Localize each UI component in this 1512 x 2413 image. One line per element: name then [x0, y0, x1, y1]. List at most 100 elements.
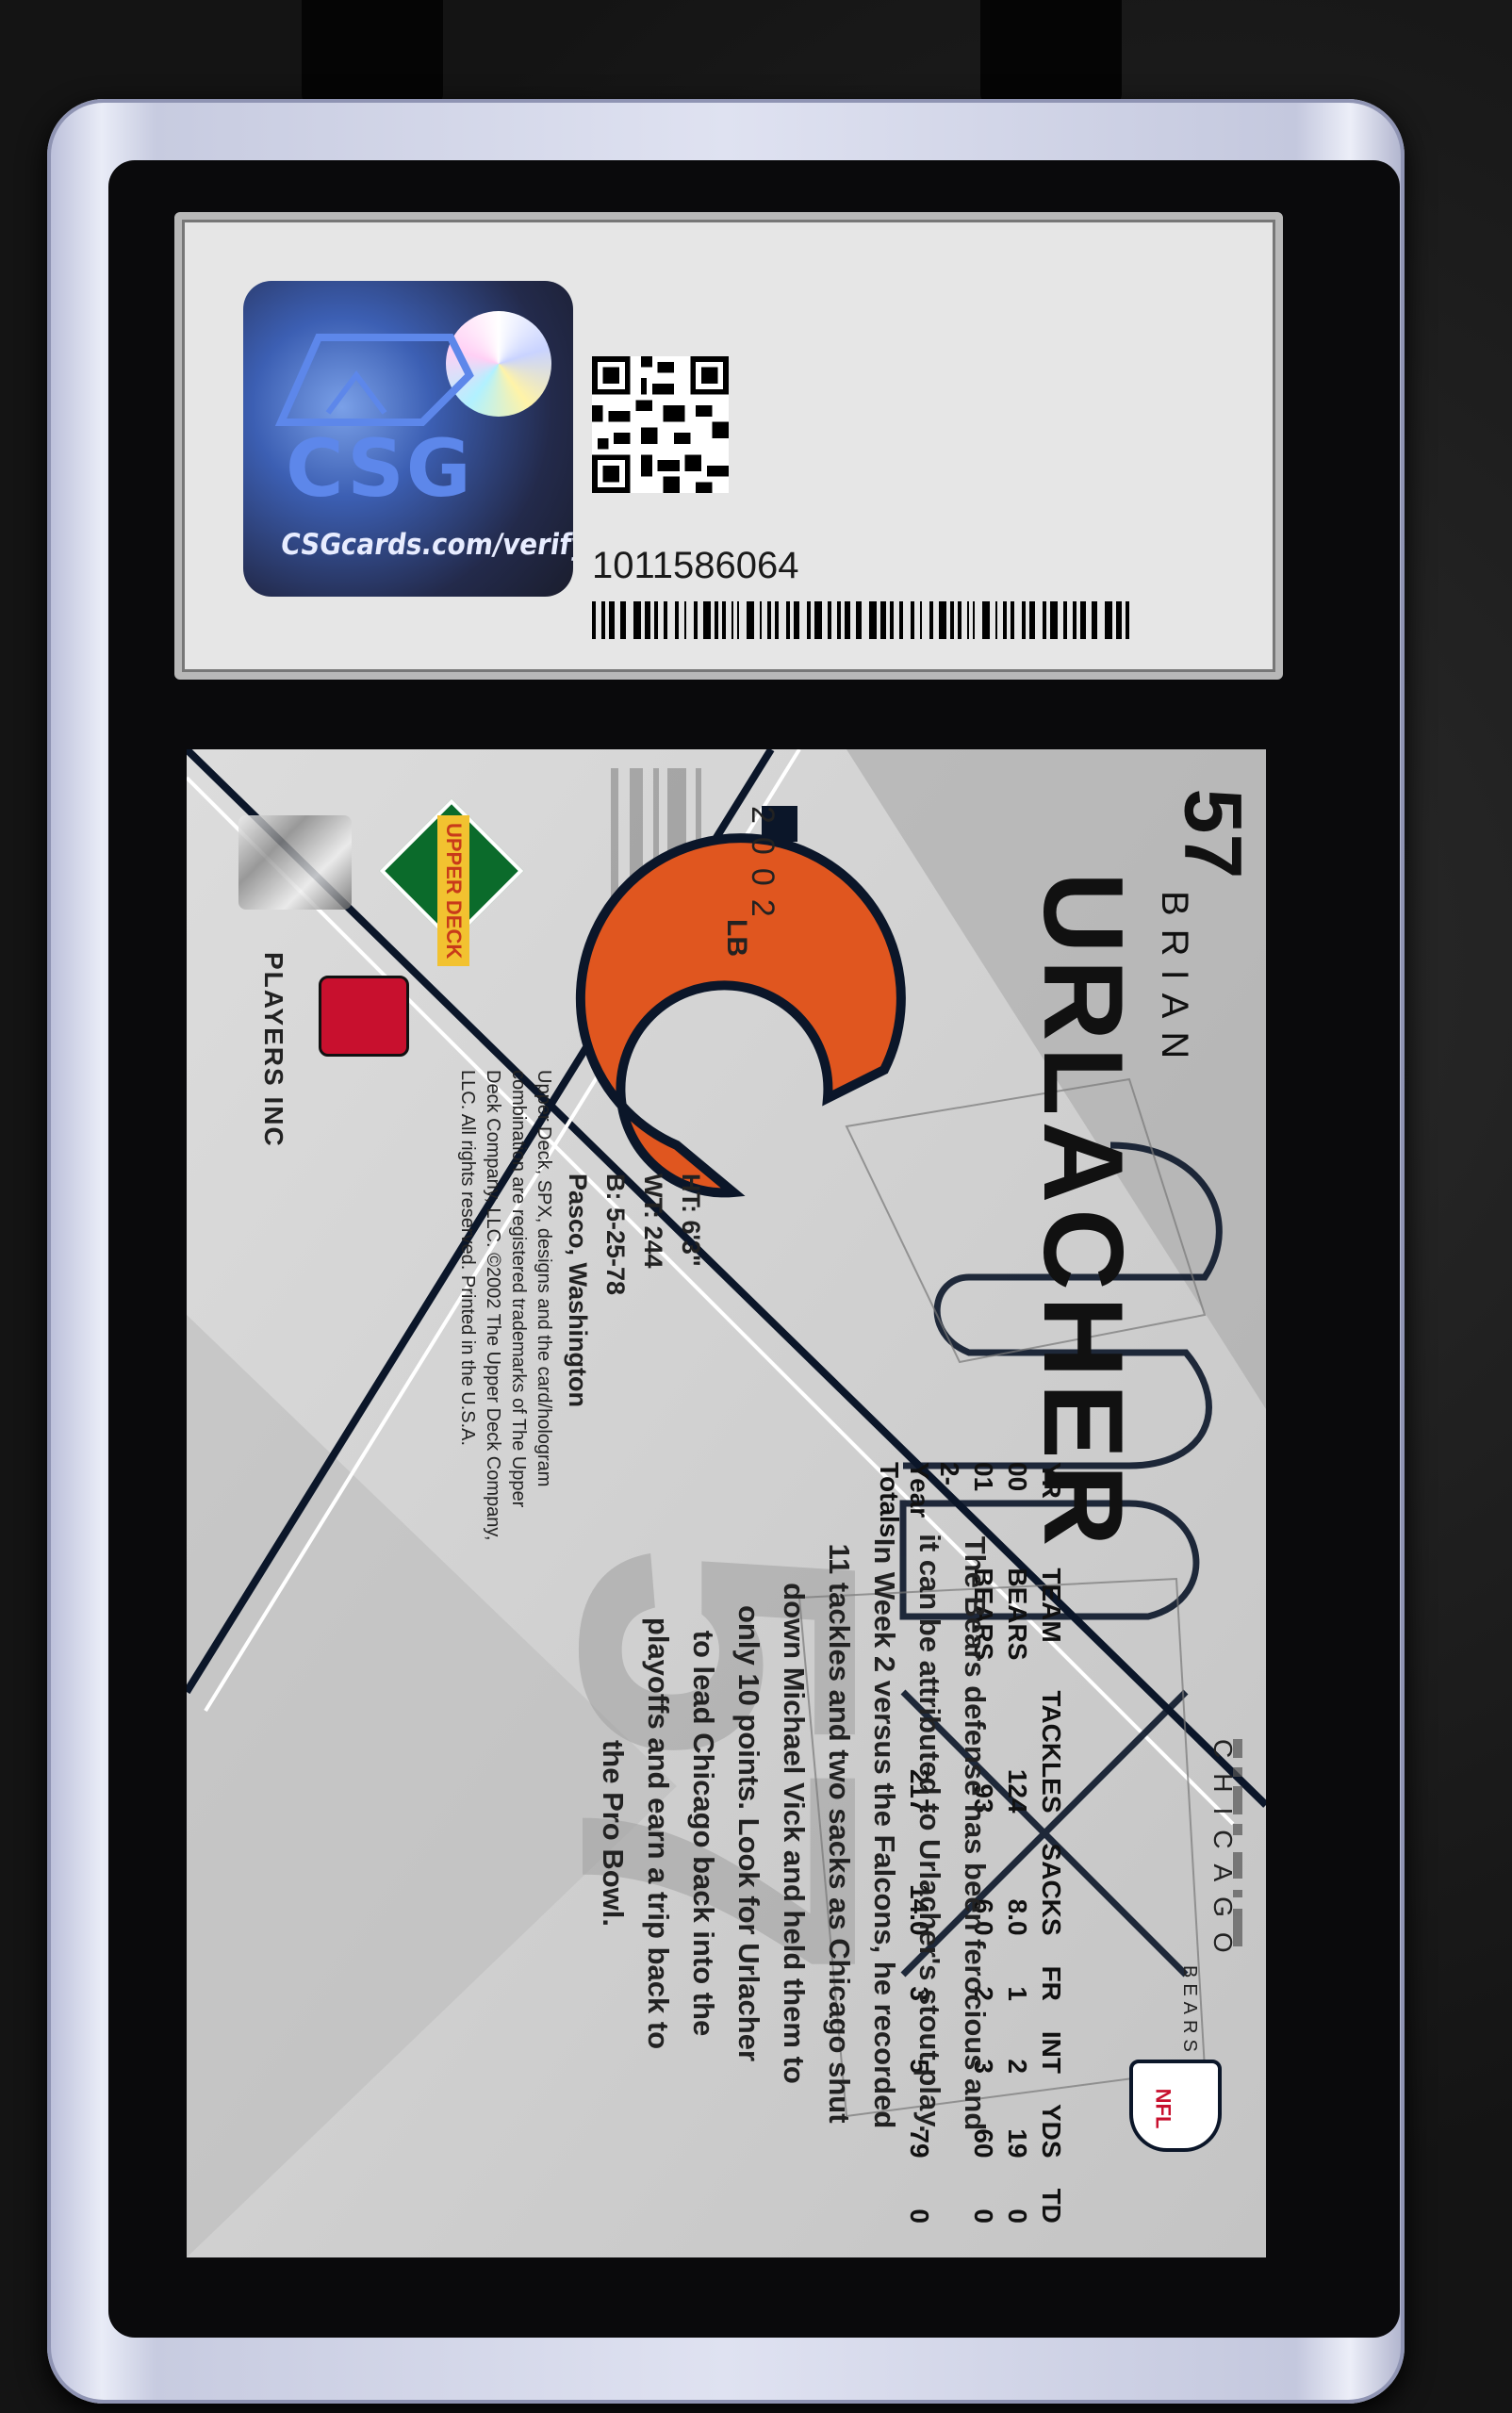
bears-c-logo-icon	[575, 833, 906, 1198]
barcode-bar	[911, 601, 914, 639]
stats-header: YDS	[1037, 2104, 1066, 2159]
barcode-bar	[654, 601, 658, 639]
barcode-bar	[794, 601, 799, 639]
barcode-bar	[1073, 601, 1076, 639]
copyright-line: combination are registered trademarks of…	[508, 1070, 529, 1508]
bio-line: only 10 points. Look for Urlacher	[732, 1604, 765, 2062]
barcode-icon	[592, 601, 1129, 639]
barcode-bar	[694, 601, 698, 639]
barcode-bar	[675, 601, 679, 639]
hologram-brand: CSG	[286, 422, 473, 515]
bio-line: In Week 2 versus the Falcons, he recorde…	[868, 1537, 901, 2129]
stats-header: FR	[1037, 1965, 1066, 2001]
barcode-bar	[775, 601, 779, 639]
hologram-sticker: CSG CSGcards.com/verify	[243, 281, 573, 597]
stats-header: TD	[1037, 2188, 1066, 2224]
barcode-bar	[837, 601, 841, 639]
players-inc-logo-icon	[319, 976, 409, 1057]
barcode-bar	[1043, 601, 1046, 639]
card-year: 2002	[745, 806, 781, 930]
barcode-bar	[715, 601, 718, 639]
position-block: LB	[720, 919, 752, 957]
barcode-bar	[760, 601, 762, 639]
barcode-bar	[767, 601, 771, 639]
hologram-card-icon	[238, 815, 352, 910]
bio-line: The Bears defense has been ferocious and	[959, 1535, 992, 2131]
copyright-line: LLC. All rights reserved. Printed in the…	[457, 1070, 478, 1447]
barcode-bar	[929, 601, 933, 639]
barcode-bar	[684, 601, 686, 639]
barcode-bar	[1105, 601, 1112, 639]
barcode-bar	[1092, 601, 1097, 639]
stats-header: YR	[1037, 1462, 1066, 1499]
barcode-bar	[737, 601, 739, 639]
barcode-bar	[1050, 601, 1058, 639]
stats-cell: 8.0	[1003, 1898, 1032, 1936]
bio-line: to lead Chicago back into the	[687, 1630, 720, 2037]
barcode-bar	[747, 601, 754, 639]
upper-deck-brand: UPPER DECK	[437, 815, 469, 967]
bio-block: The Bears defense has been ferocious and…	[590, 1466, 997, 2201]
barcode-bar	[845, 601, 850, 639]
grading-label: CSG CSGcards.com/verify 1011586064	[174, 212, 1283, 680]
copyright-line: Upper Deck, SPX, designs and the card/ho…	[534, 1070, 554, 1487]
barcode-bar	[1029, 601, 1035, 639]
stats-cell: BEARS	[1003, 1568, 1032, 1661]
barcode-bar	[958, 601, 961, 639]
shield-logo-icon	[274, 334, 474, 426]
barcode-bar	[814, 601, 822, 639]
stats-header: TEAM	[1037, 1568, 1066, 1643]
barcode-bar	[609, 601, 615, 639]
team-name-block: BEARS	[1178, 1965, 1200, 2058]
players-inc-block: PLAYERS INC	[258, 952, 288, 1148]
bio-line: playoffs and earn a trip back to	[642, 1617, 675, 2050]
bio-line: it can be attributed to Urlacher's stout…	[913, 1534, 946, 2133]
stats-cell: 19	[1003, 2128, 1032, 2159]
bio-line: 11 tackles and two sacks as Chicago shut	[823, 1543, 856, 2124]
barcode-bar	[664, 601, 667, 639]
qr-code-icon[interactable]	[592, 356, 729, 493]
barcode-bar	[645, 601, 650, 639]
barcode-bar	[722, 601, 726, 639]
barcode-bar	[731, 601, 733, 639]
barcode-bar	[880, 601, 886, 639]
barcode-bar	[890, 601, 894, 639]
stats-header: TACKLES	[1037, 1690, 1066, 1814]
stats-header: INT	[1037, 2030, 1066, 2074]
barcode-bar	[807, 601, 811, 639]
team-city-block: CHICAGO	[1208, 1739, 1238, 1968]
barcode-bar	[592, 601, 596, 639]
barcode-bar	[703, 601, 711, 639]
copyright-block: Upper Deck, SPX, designs and the card/ho…	[454, 1070, 556, 1730]
bio-line: the Pro Bowl.	[597, 1739, 630, 1928]
barcode-bar	[856, 601, 862, 639]
holder-clip-right	[980, 0, 1122, 104]
players-inc-text: PLAYERS INC	[259, 952, 288, 1148]
barcode-bar	[1003, 601, 1007, 639]
nfl-shield-icon: NFL	[1129, 2060, 1222, 2152]
barcode-bar	[620, 601, 626, 639]
barcode-bar	[982, 601, 990, 639]
barcode-bar	[899, 601, 903, 639]
team-name: BEARS	[1179, 1965, 1200, 2058]
bio-line: down Michael Vick and held them to	[778, 1583, 811, 2084]
barcode-bar	[828, 601, 831, 639]
hologram-url: CSGcards.com/verify	[278, 528, 573, 562]
barcode-bar	[601, 601, 605, 639]
stats-cell: 1	[1003, 1986, 1032, 2001]
barcode-bar	[633, 601, 641, 639]
barcode-bar	[786, 601, 790, 639]
card-background-art: 57	[187, 749, 1266, 2257]
holder-clip-left	[302, 0, 443, 104]
barcode-bar	[967, 601, 969, 639]
year-block: 2002	[744, 806, 781, 930]
stats-header: SACKS	[1037, 1843, 1066, 1936]
barcode-bar	[869, 601, 877, 639]
barcode-bar	[995, 601, 997, 639]
barcode-bar	[1126, 601, 1129, 639]
trading-card-back: 57 57 BRIAN URLACHER 2002 LB CHICAGO BEA…	[187, 749, 1266, 2257]
barcode-bar	[939, 601, 946, 639]
team-city: CHICAGO	[1208, 1739, 1238, 1968]
card-number: 57	[1167, 788, 1258, 879]
